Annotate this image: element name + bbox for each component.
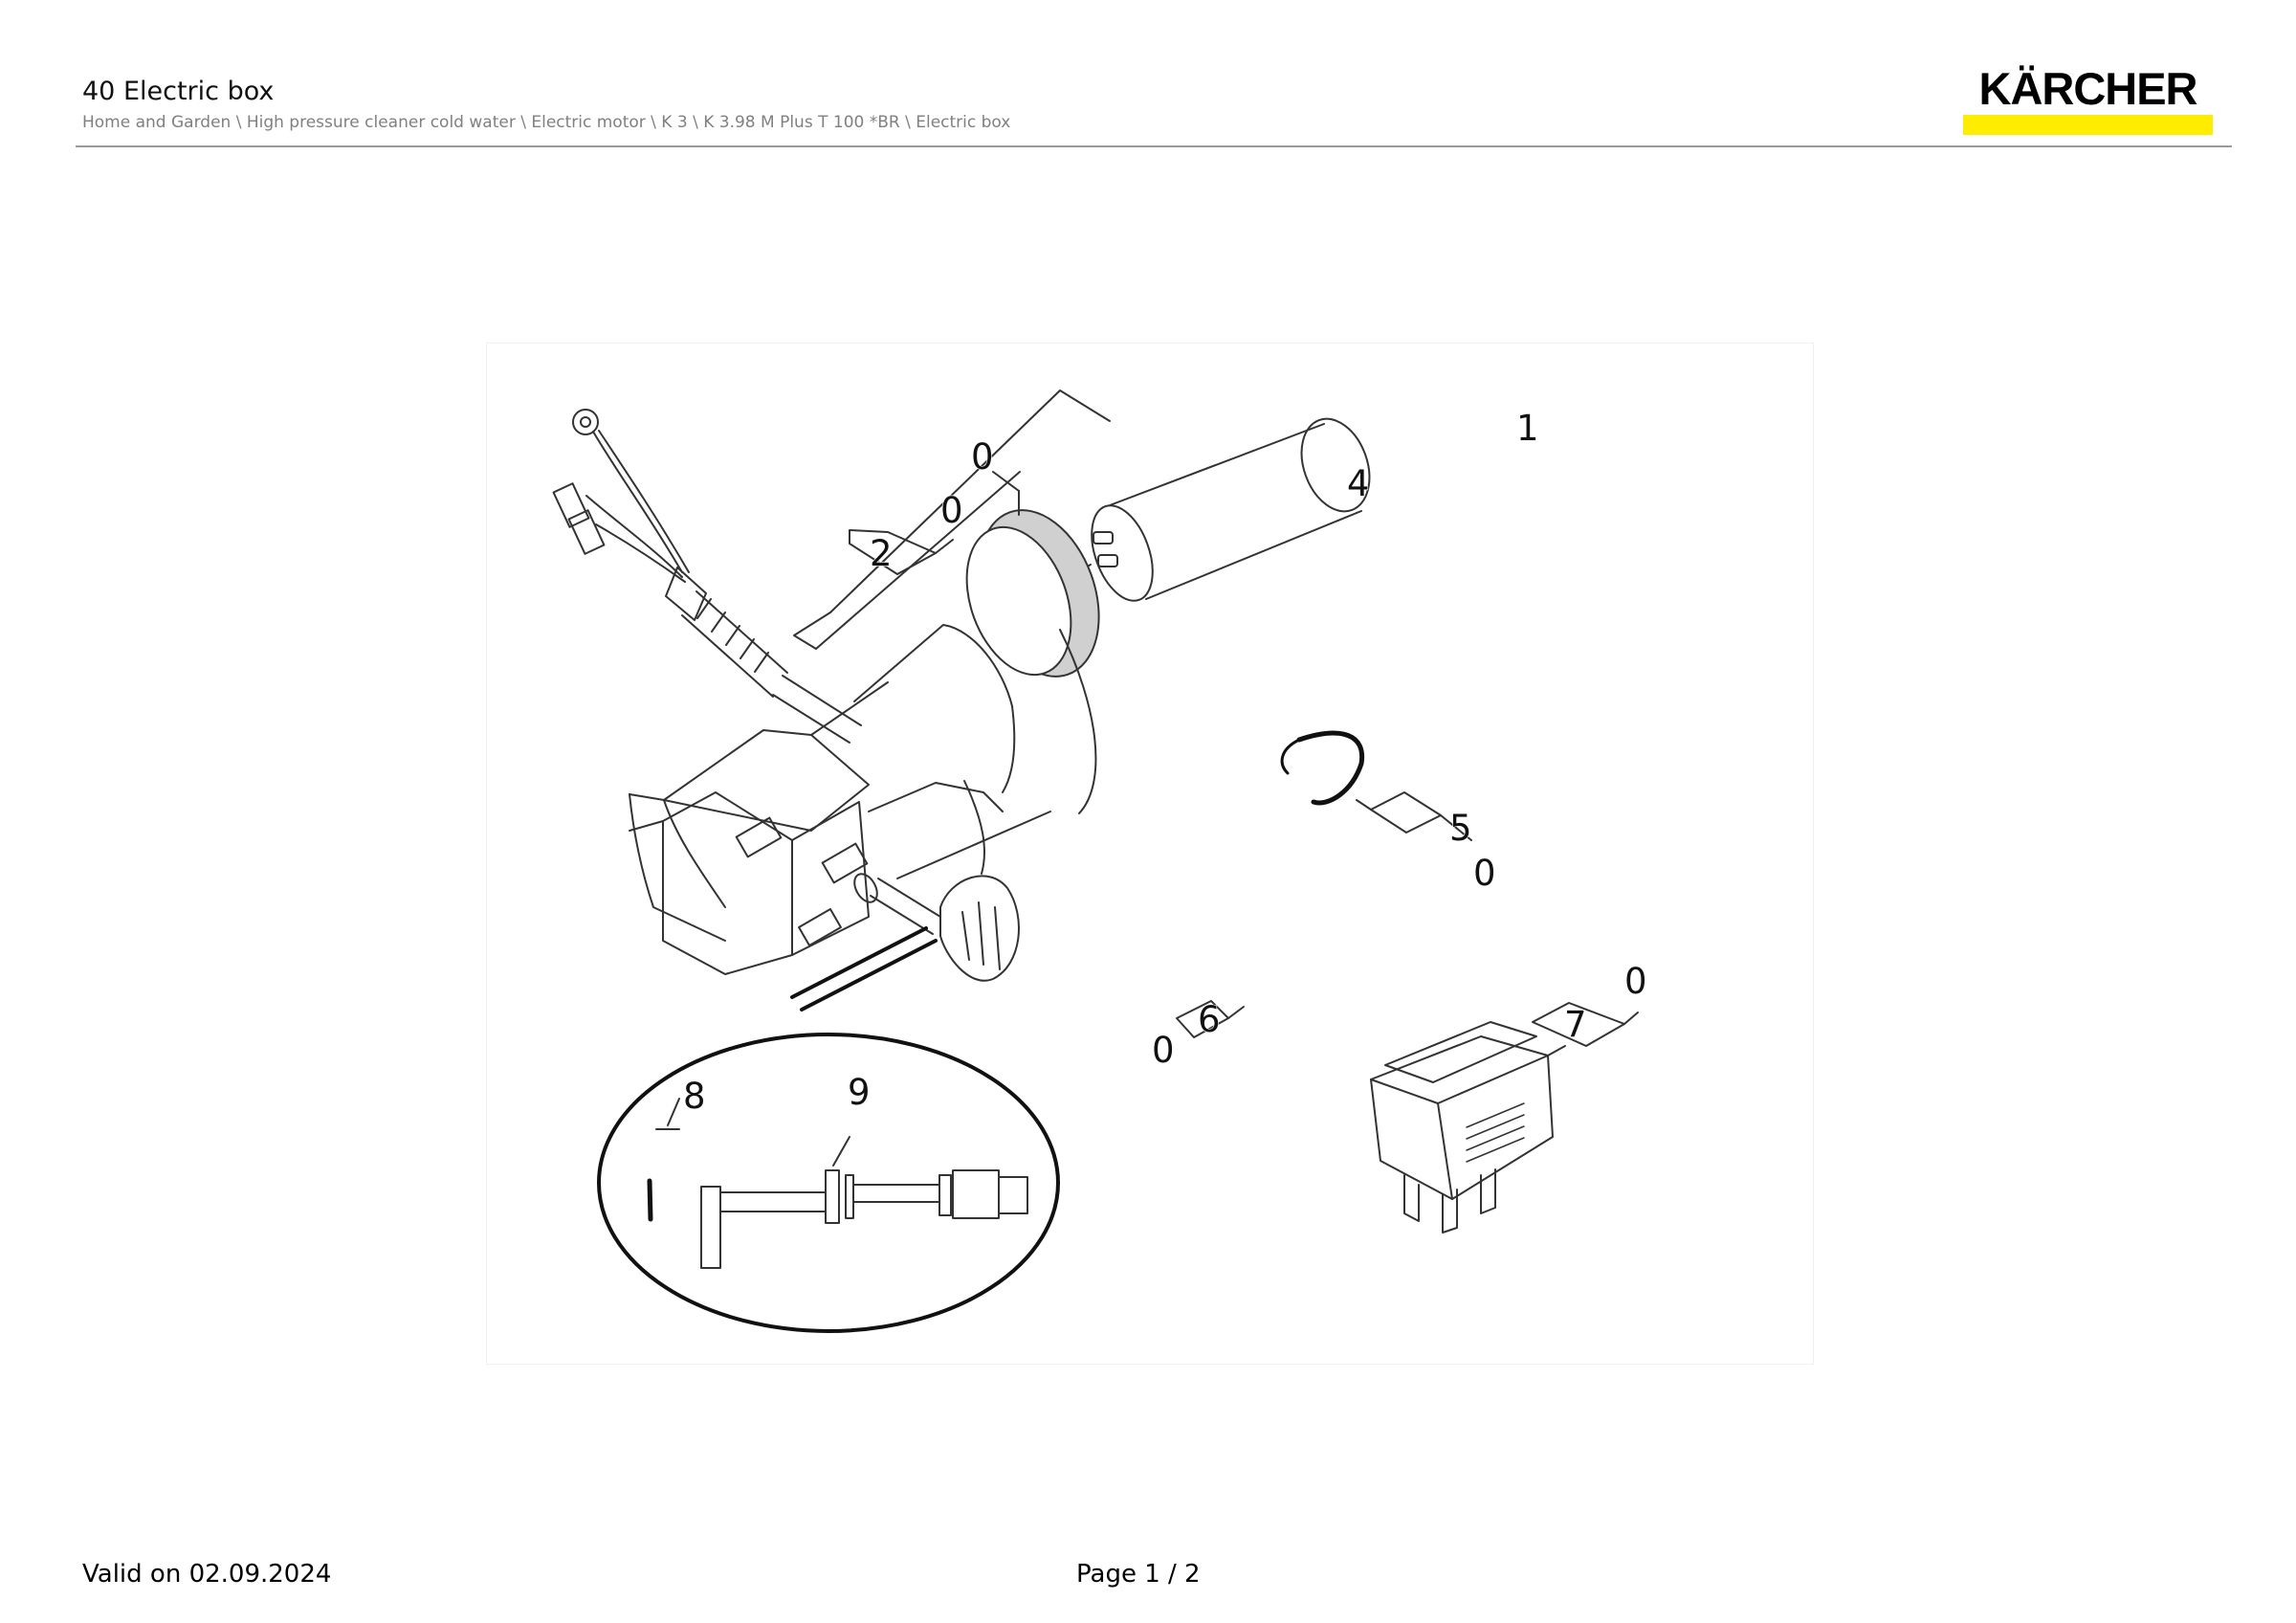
callout-7: 7: [1564, 1004, 1587, 1045]
callout-4: 4: [1347, 463, 1370, 504]
callout-markers: [849, 471, 1639, 1047]
page-number: Page 1 / 2: [1076, 1560, 1201, 1589]
callout-6: 6: [1198, 999, 1221, 1040]
part-4-ring: [965, 509, 1100, 678]
header-divider: [76, 145, 2232, 147]
breadcrumb: Home and Garden \ High pressure cleaner …: [82, 113, 1011, 132]
callout-2-qty: 0: [940, 490, 963, 531]
exploded-parts-diagram: 0 1 4 2 0 5 0 6 0 7 0 8 9: [552, 389, 1647, 1333]
page-title: 40 Electric box: [82, 77, 275, 106]
part-1-capacitor: [1059, 417, 1371, 602]
callout-5-qty: 0: [1473, 853, 1496, 894]
callout-9: 9: [848, 1072, 871, 1113]
logo-yellow-bar: [1963, 115, 2213, 135]
callout-2: 2: [870, 533, 893, 574]
detail-inset: [597, 1033, 1060, 1333]
valid-date: Valid on 02.09.2024: [82, 1560, 332, 1589]
callout-labels: 0 1 4 2 0 5 0 6 0 7 0 8 9: [682, 407, 1647, 1117]
part-5-clip: [1280, 730, 1365, 806]
callout-8: 8: [683, 1076, 706, 1117]
callout-0-group: 0: [971, 436, 994, 478]
group-bracket: [793, 389, 1111, 650]
part-6-knob: [853, 873, 1020, 982]
part-7-switch: [1370, 1021, 1566, 1234]
diagram-frame: [486, 343, 1814, 1365]
part-2-cable: [552, 409, 862, 744]
callout-5: 5: [1449, 808, 1472, 849]
inset-leader-lines: [790, 926, 938, 1012]
callout-7-qty: 0: [1624, 961, 1647, 1002]
callout-1: 1: [1516, 408, 1539, 449]
callout-6-qty: 0: [1152, 1030, 1175, 1071]
karcher-logo: KÄRCHER: [1961, 63, 2215, 136]
motor-housing: [629, 624, 1097, 975]
logo-wordmark: KÄRCHER: [1978, 63, 2198, 114]
